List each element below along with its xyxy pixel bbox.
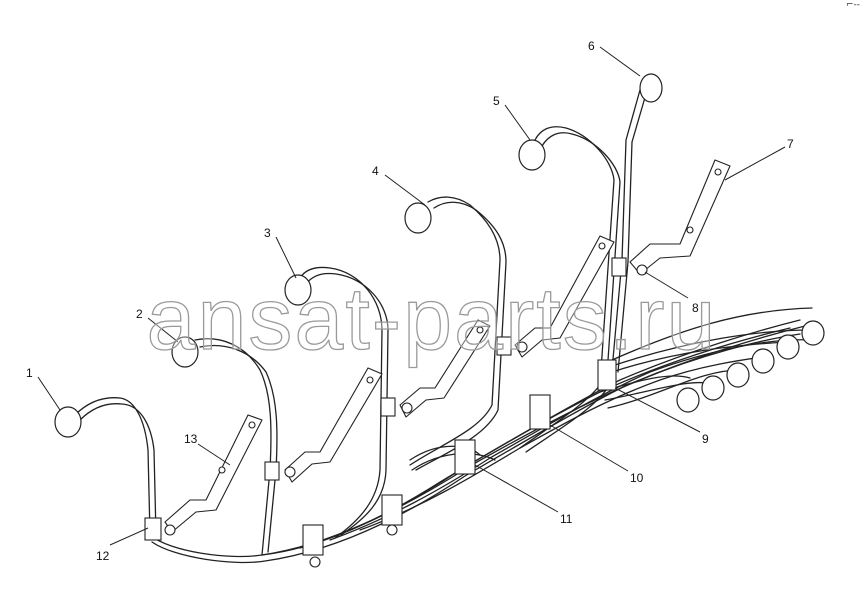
callout-10: 10 <box>630 471 644 485</box>
callout-4: 4 <box>372 164 379 178</box>
corner-mark: ⌐-- <box>845 0 860 10</box>
bracket-13 <box>164 414 263 533</box>
callout-8: 8 <box>692 301 699 315</box>
right-pipe-nuts <box>676 320 825 413</box>
callout-9: 9 <box>702 432 709 446</box>
injector-pipe-6 <box>611 73 663 373</box>
bracket-7 <box>629 159 731 275</box>
callout-11: 11 <box>560 512 573 526</box>
injector-pipe-3 <box>284 266 389 539</box>
bracket-2 <box>284 367 383 483</box>
callout-13: 13 <box>184 432 198 446</box>
injector-pipe-4 <box>404 196 507 471</box>
injector-pipe-1 <box>54 397 157 536</box>
callout-12: 12 <box>96 549 110 563</box>
callout-5: 5 <box>493 94 500 108</box>
injector-pipe-2 <box>171 336 278 556</box>
bracket-4 <box>514 235 615 358</box>
callout-labels: 1 2 3 4 5 6 7 8 9 10 11 12 13 <box>26 39 794 563</box>
injector-pipe-5 <box>518 126 621 453</box>
leader-lines <box>37 46 786 546</box>
callout-6: 6 <box>588 39 595 53</box>
callout-2: 2 <box>136 307 143 321</box>
callout-1: 1 <box>26 366 33 380</box>
callout-7: 7 <box>787 137 794 151</box>
callout-3: 3 <box>264 226 271 240</box>
bracket-3 <box>399 319 491 418</box>
